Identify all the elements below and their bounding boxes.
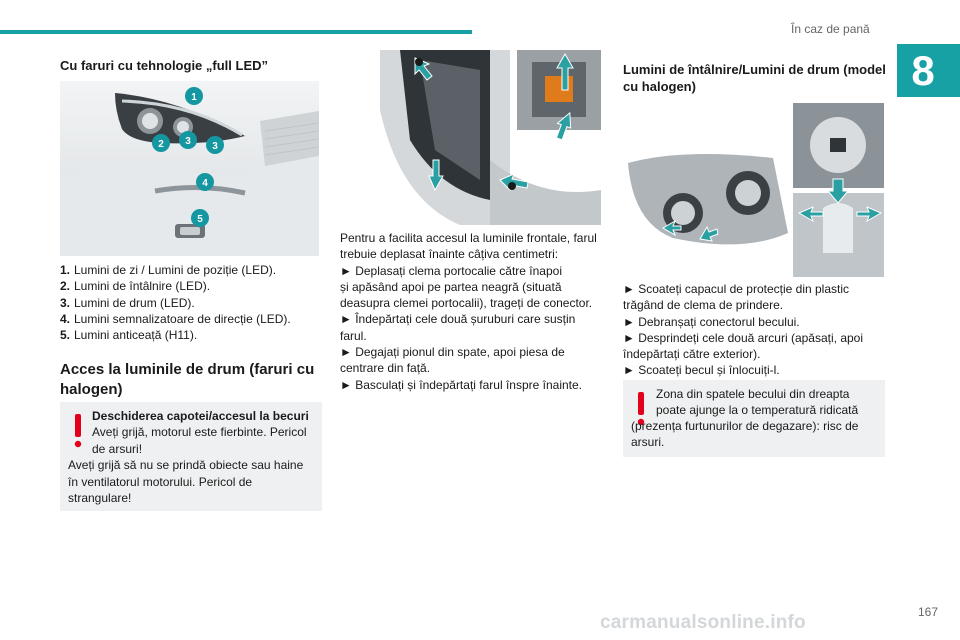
text-line: ► Desprindeți cele două arcuri (apăsați,… [623,330,864,345]
warning-exclamation-icon [637,392,645,426]
badge-1: 1 [191,92,197,103]
lamp-list: 1.Lumini de zi / Lumini de poziție (LED)… [60,262,322,343]
list-item: 2.Lumini de întâlnire (LED). [60,279,211,294]
warning-box-hood: Deschiderea capotei/accesul la becuri Av… [60,402,322,511]
text-line: ► Îndepărtați cele două șuruburi care su… [340,312,576,327]
halogen-bulb-illustration [628,103,884,277]
header-accent-bar [0,30,472,34]
halogen-bulb-image [623,103,884,277]
badge-2: 2 [158,139,164,150]
bulb-replacement-instructions: ► Scoateți capacul de protecție din plas… [623,281,885,379]
warning-title: Deschiderea capotei/accesul la becuri [92,409,309,423]
text-line: și apăsând apoi pe partea neagră (situat… [340,279,562,294]
warning-line-4: arsuri. [631,435,665,449]
text-line: farul. [340,328,367,343]
text-line: ► Deplasați clema portocalie către înapo… [340,263,562,278]
warning-line-1: Aveți grijă, motorul este fierbinte. Per… [92,425,307,456]
subheading-halogen-access: Acces la luminile de drum (faruri cu hal… [60,361,315,398]
text-line: ► Scoateți becul și înlocuiți-l. [623,363,780,378]
text-line: trăgând de clema de prindere. [623,298,784,313]
section-heading-halogen: Lumini de întâlnire/Lumini de drum (mode… [623,62,886,94]
text-line: îndepărtați către exterior). [623,347,761,362]
headlight-removal-image [340,50,601,225]
text-line: deasupra clemei portocalii), trageți de … [340,296,593,311]
badge-5: 5 [197,214,203,225]
chapter-number: 8 [911,46,935,94]
headlight-removal-illustration [340,50,601,225]
warning-box-heat: Zona din spatele becului din dreapta poa… [623,380,885,457]
warning-line-2: Aveți grijă să nu se prindă obiecte sau … [68,458,304,505]
section-title: În caz de pană [791,22,870,36]
text-line: ► Scoateți capacul de protecție din plas… [623,282,850,296]
list-item: 3.Lumini de drum (LED). [60,295,195,310]
list-item: 5.Lumini anticeață (H11). [60,328,198,343]
warning-line-3: (prezența furtunurilor de degazare): ris… [631,419,859,433]
text-line: ► Basculați și îndepărtați farul înspre … [340,377,583,392]
section-heading-full-led: Cu faruri cu tehnologie „full LED” [60,58,268,73]
badge-4: 4 [202,178,208,189]
chapter-tab: 8 [897,44,960,97]
warning-line-1: Zona din spatele becului din dreapta [656,387,850,401]
page-number: 167 [918,605,939,619]
watermark: carmanualsonline.info [600,612,806,633]
text-line: ► Debranșați conectorul becului. [623,314,800,329]
badge-3b: 3 [212,141,218,152]
list-item: 1.Lumini de zi / Lumini de poziție (LED)… [60,263,277,277]
text-line: Pentru a facilita accesul la luminile fr… [340,231,597,245]
full-led-headlight-image: 1 2 3 3 4 5 [60,81,319,256]
headlight-removal-instructions: Pentru a facilita accesul la luminile fr… [340,230,602,393]
headlight-illustration: 1 2 3 3 4 5 [60,81,319,256]
text-line: centrare din față. [340,361,431,376]
warning-line-2: poate ajunge la o temperatură ridicată [656,403,859,417]
list-item: 4.Lumini semnalizatoare de direcție (LED… [60,311,291,326]
text-line: trebuie deplasat înainte câțiva centimet… [340,247,559,262]
badge-3a: 3 [185,136,191,147]
text-line: ► Degajați pionul din spate, apoi piesa … [340,345,565,360]
warning-exclamation-icon [74,414,82,448]
